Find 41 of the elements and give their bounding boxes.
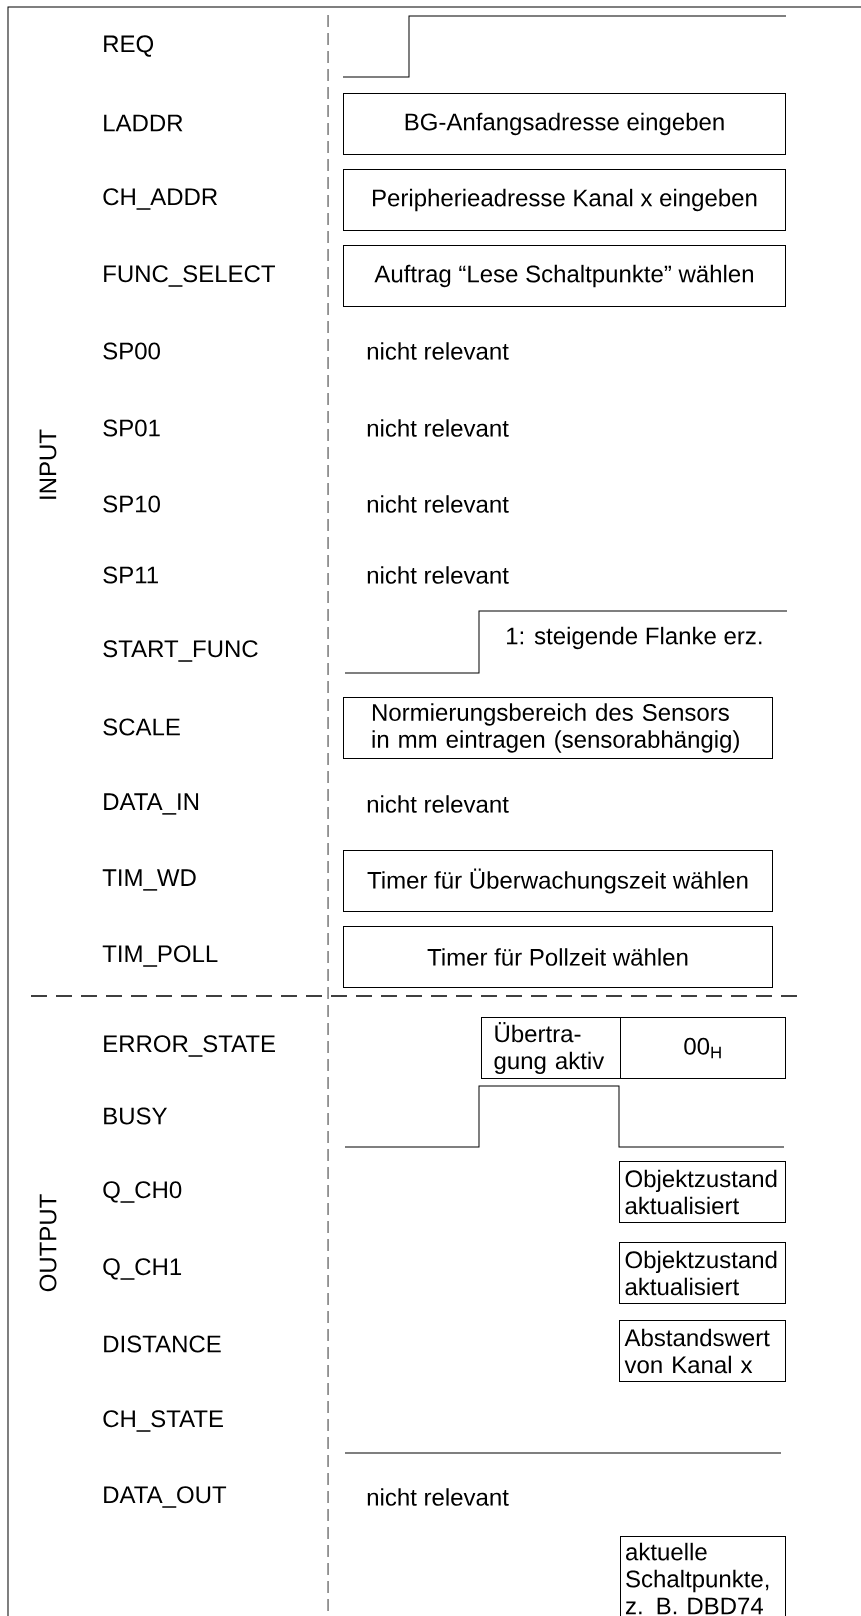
signal-name: SP10 xyxy=(103,495,160,513)
signal-name: REQ xyxy=(104,35,154,57)
value-note: nicht relevant xyxy=(367,795,509,813)
value-note: nicht relevant xyxy=(367,342,509,360)
value-note: nicht relevant xyxy=(367,1488,509,1506)
text-box: Timer für Pollzeit wählen xyxy=(343,926,773,988)
section-label: INPUT xyxy=(39,429,57,499)
signal-name: DISTANCE xyxy=(104,1335,221,1353)
text-box: Objektzustand aktualisiert xyxy=(619,1242,786,1304)
signal-name: SP11 xyxy=(103,566,158,584)
signal-name: CH_ADDR xyxy=(103,188,218,210)
text-box: aktuelle Schaltpunkte, z. B. DBD74 xyxy=(620,1536,786,1616)
value-note: 1: steigende Flanke erz. xyxy=(507,626,762,650)
signal-name: Q_CH0 xyxy=(103,1181,182,1203)
signal-name: SP01 xyxy=(103,419,160,437)
text-box: Timer für Überwachungszeit wählen xyxy=(343,850,773,912)
signal-name: FUNC_SELECT xyxy=(104,265,275,287)
signal-name: BUSY xyxy=(104,1107,167,1125)
text-box: Objektzustand aktualisiert xyxy=(619,1161,786,1223)
signal-name: LADDR xyxy=(104,114,183,132)
text-box: Abstandswert von Kanal x xyxy=(619,1320,786,1382)
text-box: Normierungsbereich des Sensors in mm eintragen (sensorabhängig) xyxy=(343,697,773,759)
signal-name: TIM_POLL xyxy=(102,945,218,967)
signal-name: DATA_OUT xyxy=(104,1486,227,1508)
value-note: nicht relevant xyxy=(367,566,509,584)
value-note: nicht relevant xyxy=(367,495,509,513)
value-note: nicht relevant xyxy=(367,419,509,437)
signal-name: CH_STATE xyxy=(103,1410,223,1432)
text-box: 00$_{H}$ xyxy=(620,1017,786,1079)
text-box: Übertra- gung aktiv xyxy=(481,1017,621,1079)
signal-name: TIM_WD xyxy=(102,869,196,891)
signal-name: START_FUNC xyxy=(103,640,258,662)
signal-name: SCALE xyxy=(103,718,180,736)
text-box: Auftrag “Lese Schaltpunkte” wählen xyxy=(343,245,786,307)
signal-name: DATA_IN xyxy=(104,793,199,815)
text-box: Peripherieadresse Kanal x eingeben xyxy=(343,169,786,231)
signal-name: Q_CH1 xyxy=(103,1258,182,1280)
signal-name: ERROR_STATE xyxy=(104,1035,275,1057)
signal-name: SP00 xyxy=(103,342,160,360)
section-label: OUTPUT xyxy=(39,1194,57,1292)
text-box: BG-Anfangsadresse eingeben xyxy=(343,93,786,155)
